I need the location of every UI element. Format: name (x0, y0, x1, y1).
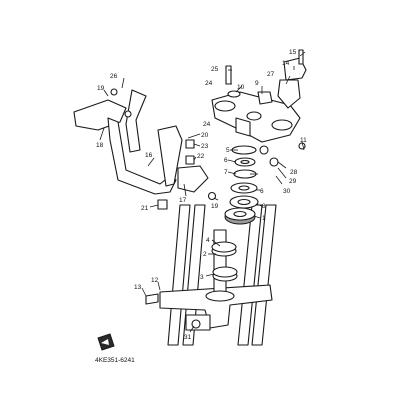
callout-6b: 6 (260, 188, 264, 195)
callout-24b: 24 (203, 121, 211, 128)
callout-22: 22 (197, 153, 205, 160)
leader-lines (99, 51, 306, 333)
part-code: 4KE351-6241 (95, 357, 135, 364)
callout-25: 25 (211, 66, 219, 73)
callout-27: 27 (267, 71, 275, 78)
callout-4: 4 (206, 237, 210, 244)
callout-2: 2 (203, 251, 207, 258)
callout-8: 8 (262, 203, 266, 210)
callout-labels: 1 2 3 4 5 6 6 7 8 9 10 11 12 13 14 15 16… (96, 49, 307, 341)
callout-6a: 6 (224, 157, 228, 164)
upper-bracket (211, 91, 301, 143)
callout-31: 31 (184, 334, 192, 341)
callout-18: 18 (96, 142, 104, 149)
callout-16: 16 (145, 152, 153, 159)
stem-bearings (211, 145, 259, 282)
front-arrow-icon (97, 333, 115, 351)
handlebar-holder (225, 49, 307, 109)
callout-19b: 19 (211, 203, 219, 210)
callout-10: 10 (237, 84, 245, 91)
callout-19a: 19 (97, 85, 105, 92)
callout-7: 7 (224, 169, 228, 176)
callout-11: 11 (300, 137, 307, 144)
callout-24a: 24 (205, 80, 213, 87)
callout-20: 20 (201, 132, 209, 139)
callout-9: 9 (255, 80, 259, 87)
callout-29: 29 (289, 178, 297, 185)
callout-3: 3 (200, 274, 204, 281)
callout-21: 21 (141, 205, 149, 212)
callout-14: 14 (282, 60, 290, 67)
meter-bracket (73, 88, 209, 195)
callout-5: 5 (226, 147, 230, 154)
callout-17: 17 (179, 197, 187, 204)
callout-30: 30 (283, 188, 291, 195)
callout-1: 1 (262, 215, 266, 222)
callout-12: 12 (151, 277, 159, 284)
callout-26: 26 (110, 73, 118, 80)
callout-23: 23 (201, 143, 209, 150)
small-hardware (145, 139, 306, 305)
callout-15: 15 (289, 49, 297, 56)
callout-28: 28 (290, 169, 298, 176)
callout-13: 13 (134, 284, 142, 291)
